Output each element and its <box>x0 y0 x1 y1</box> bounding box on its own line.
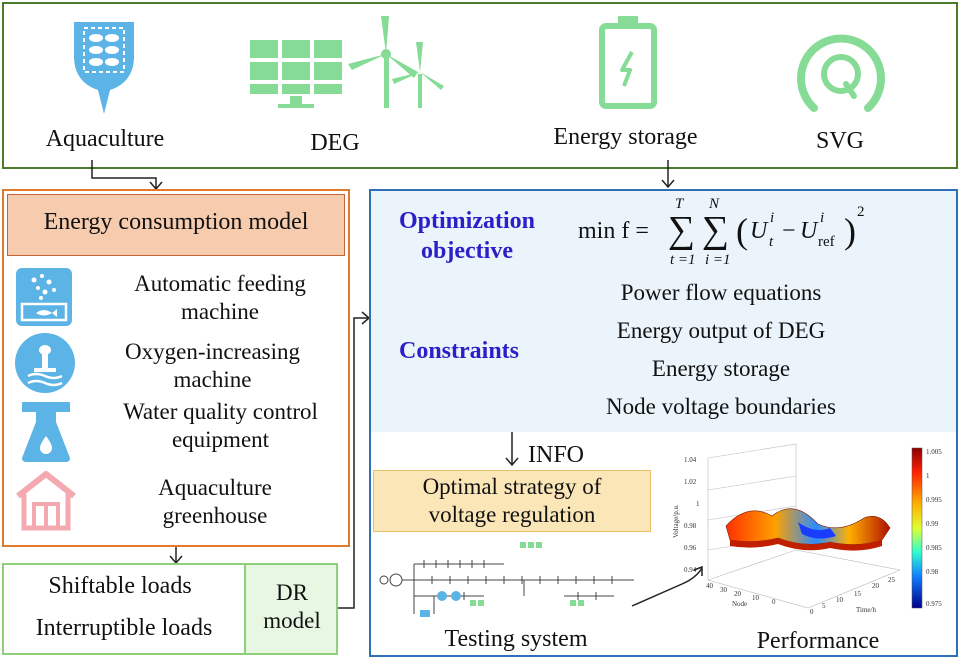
feeding-machine-icon <box>16 268 72 326</box>
testing-system-label: Testing system <box>444 626 588 652</box>
svg-text:0.98: 0.98 <box>684 522 697 530</box>
svg-text:10: 10 <box>752 594 760 602</box>
constraints-list: Power flow equations Energy output of DE… <box>556 280 886 430</box>
svg-text:20: 20 <box>734 590 742 598</box>
svg-text:0: 0 <box>810 608 814 616</box>
interruptible-loads-label: Interruptible loads <box>35 615 213 641</box>
svg-text:0.94: 0.94 <box>684 566 697 574</box>
svg-text:40: 40 <box>706 582 714 590</box>
sum-i-bottom: i =1 <box>705 252 731 268</box>
energy-consumption-panel <box>2 189 350 547</box>
svg-text:0.985: 0.985 <box>926 544 942 552</box>
info-label: INFO <box>528 442 585 468</box>
svg-text:Node: Node <box>732 600 747 608</box>
formula-power: 2 <box>857 204 865 220</box>
svg-text:0.98: 0.98 <box>926 568 939 576</box>
dr-model-label: DR model <box>263 580 321 633</box>
formula-minus: − <box>782 218 796 244</box>
svg-text:30: 30 <box>720 586 728 594</box>
constraint-item: Power flow equations <box>620 280 822 305</box>
svg-device-icon <box>797 34 885 112</box>
term-a: U <box>750 218 768 244</box>
oxygen-machine-label: Oxygen-increasing machine <box>125 339 300 392</box>
svg-text:Time/h: Time/h <box>856 606 876 614</box>
feeding-machine-label: Automatic feeding machine <box>134 271 306 324</box>
term-b-sub: ref <box>818 234 835 250</box>
performance-label: Performance <box>756 628 880 654</box>
svg-text:0.99: 0.99 <box>926 520 939 528</box>
shiftable-loads-label: Shiftable loads <box>48 573 192 599</box>
water-quality-icon <box>22 402 70 462</box>
strategy-label: Optimal strategy of voltage regulation <box>422 474 602 527</box>
svg-text:1.005: 1.005 <box>926 448 942 456</box>
constraint-item: Energy output of DEG <box>616 318 826 343</box>
energy-consumption-title-box <box>7 194 345 256</box>
battery-icon <box>599 16 657 109</box>
svg-text:15: 15 <box>854 590 862 598</box>
svg-label: SVG <box>815 128 864 154</box>
svg-text:5: 5 <box>822 602 826 610</box>
energy-storage-label: Energy storage <box>553 124 698 150</box>
svg-text:Voltage/p.u.: Voltage/p.u. <box>672 504 680 538</box>
constraint-item: Node voltage boundaries <box>606 394 836 419</box>
term-a-sub: t <box>769 234 774 250</box>
solar-wind-icon <box>250 16 444 108</box>
paren-open: ( <box>736 211 748 251</box>
deg-label: DEG <box>310 130 360 156</box>
testing-system-diagram <box>379 542 634 617</box>
oxygen-machine-icon <box>15 333 75 393</box>
energy-consumption-title: Energy consumption model <box>43 209 309 235</box>
top-panel <box>2 2 958 169</box>
svg-text:0: 0 <box>772 598 776 606</box>
sum-t-bottom: t =1 <box>670 252 696 268</box>
svg-text:0.995: 0.995 <box>926 496 942 504</box>
sum-t-symbol: ∑ <box>668 209 696 251</box>
objective-formula: min f = T ∑ t =1 N ∑ i =1 ( U i t − U i … <box>578 196 868 274</box>
svg-text:10: 10 <box>836 596 844 604</box>
term-b-sup: i <box>820 210 825 226</box>
dr-model-box <box>244 563 338 655</box>
greenhouse-label: Aquaculture greenhouse <box>158 475 272 528</box>
term-a-sup: i <box>770 210 775 226</box>
water-quality-label: Water quality control equipment <box>123 399 318 452</box>
constraint-item: Energy storage <box>651 356 791 381</box>
formula-lhs: min f = <box>578 218 649 244</box>
svg-text:20: 20 <box>872 582 880 590</box>
svg-text:0.96: 0.96 <box>684 544 697 552</box>
sum-i-top: N <box>709 196 720 212</box>
svg-text:1.02: 1.02 <box>684 478 697 486</box>
svg-text:25: 25 <box>888 576 896 584</box>
paren-close: ) <box>844 211 856 251</box>
term-b: U <box>800 218 818 244</box>
constraints-label: Constraints <box>398 338 519 364</box>
optimization-upper-bg <box>371 191 956 432</box>
svg-text:1: 1 <box>696 500 700 508</box>
greenhouse-icon <box>16 471 76 531</box>
aquaculture-label: Aquaculture <box>45 126 165 152</box>
optimization-panel <box>369 189 958 657</box>
sum-t-top: T <box>675 196 684 212</box>
sum-i-symbol: ∑ <box>702 209 730 251</box>
svg-text:1: 1 <box>926 472 930 480</box>
aquaculture-icon <box>74 22 134 114</box>
svg-text:1.04: 1.04 <box>684 456 697 464</box>
optimization-objective-label: Optimization objective <box>399 208 535 264</box>
svg-text:0.975: 0.975 <box>926 600 942 608</box>
strategy-box <box>373 470 651 532</box>
